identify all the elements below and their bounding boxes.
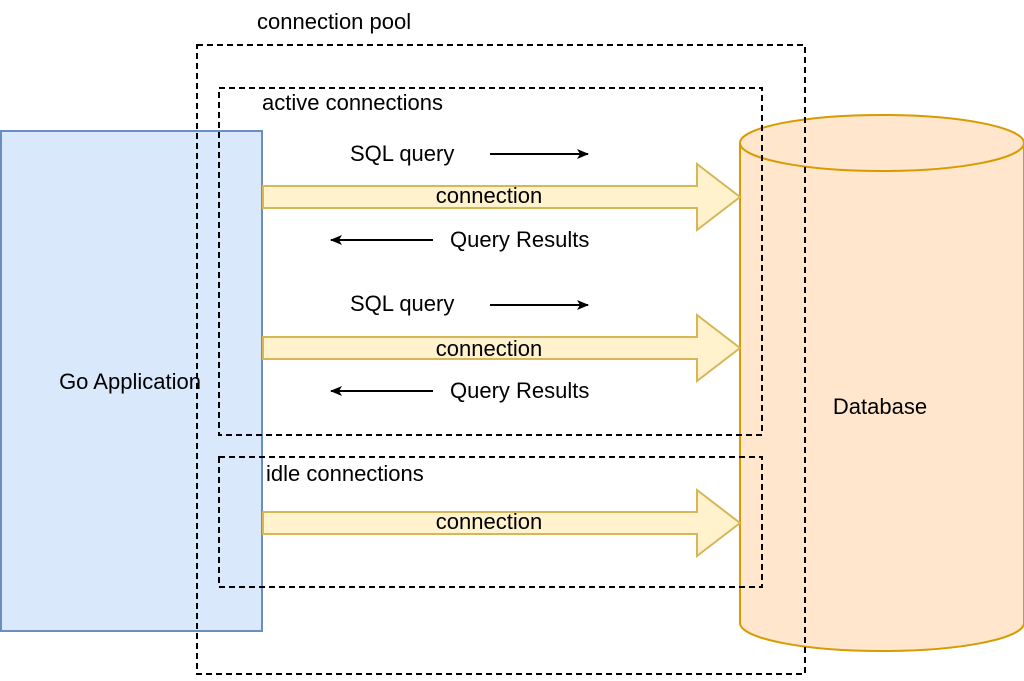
active-connection-1: SQL query connection Query Results <box>262 141 742 252</box>
database-cylinder <box>739 114 1024 652</box>
active-connections-boundary <box>218 87 763 436</box>
active-connections-label: active connections <box>262 90 443 115</box>
go-application-label: Go Application <box>59 369 201 394</box>
connection-arrow <box>262 312 742 384</box>
connection-arrow <box>262 487 742 559</box>
query-results-label: Query Results <box>450 378 589 403</box>
database-label: Database <box>833 394 927 419</box>
idle-connection-1: connection <box>262 487 742 559</box>
idle-connections-boundary <box>218 456 763 588</box>
sql-query-label: SQL query <box>350 291 454 316</box>
connection-pool-boundary <box>196 44 806 675</box>
connection-label: connection <box>436 509 542 534</box>
idle-connections-label: idle connections <box>266 461 424 486</box>
connection-label: connection <box>436 183 542 208</box>
active-connection-2: SQL query connection Query Results <box>262 291 742 403</box>
connection-arrow <box>262 161 742 233</box>
connection-label: connection <box>436 336 542 361</box>
sql-query-label: SQL query <box>350 141 454 166</box>
connection-pool-label: connection pool <box>257 9 411 34</box>
query-results-label: Query Results <box>450 227 589 252</box>
